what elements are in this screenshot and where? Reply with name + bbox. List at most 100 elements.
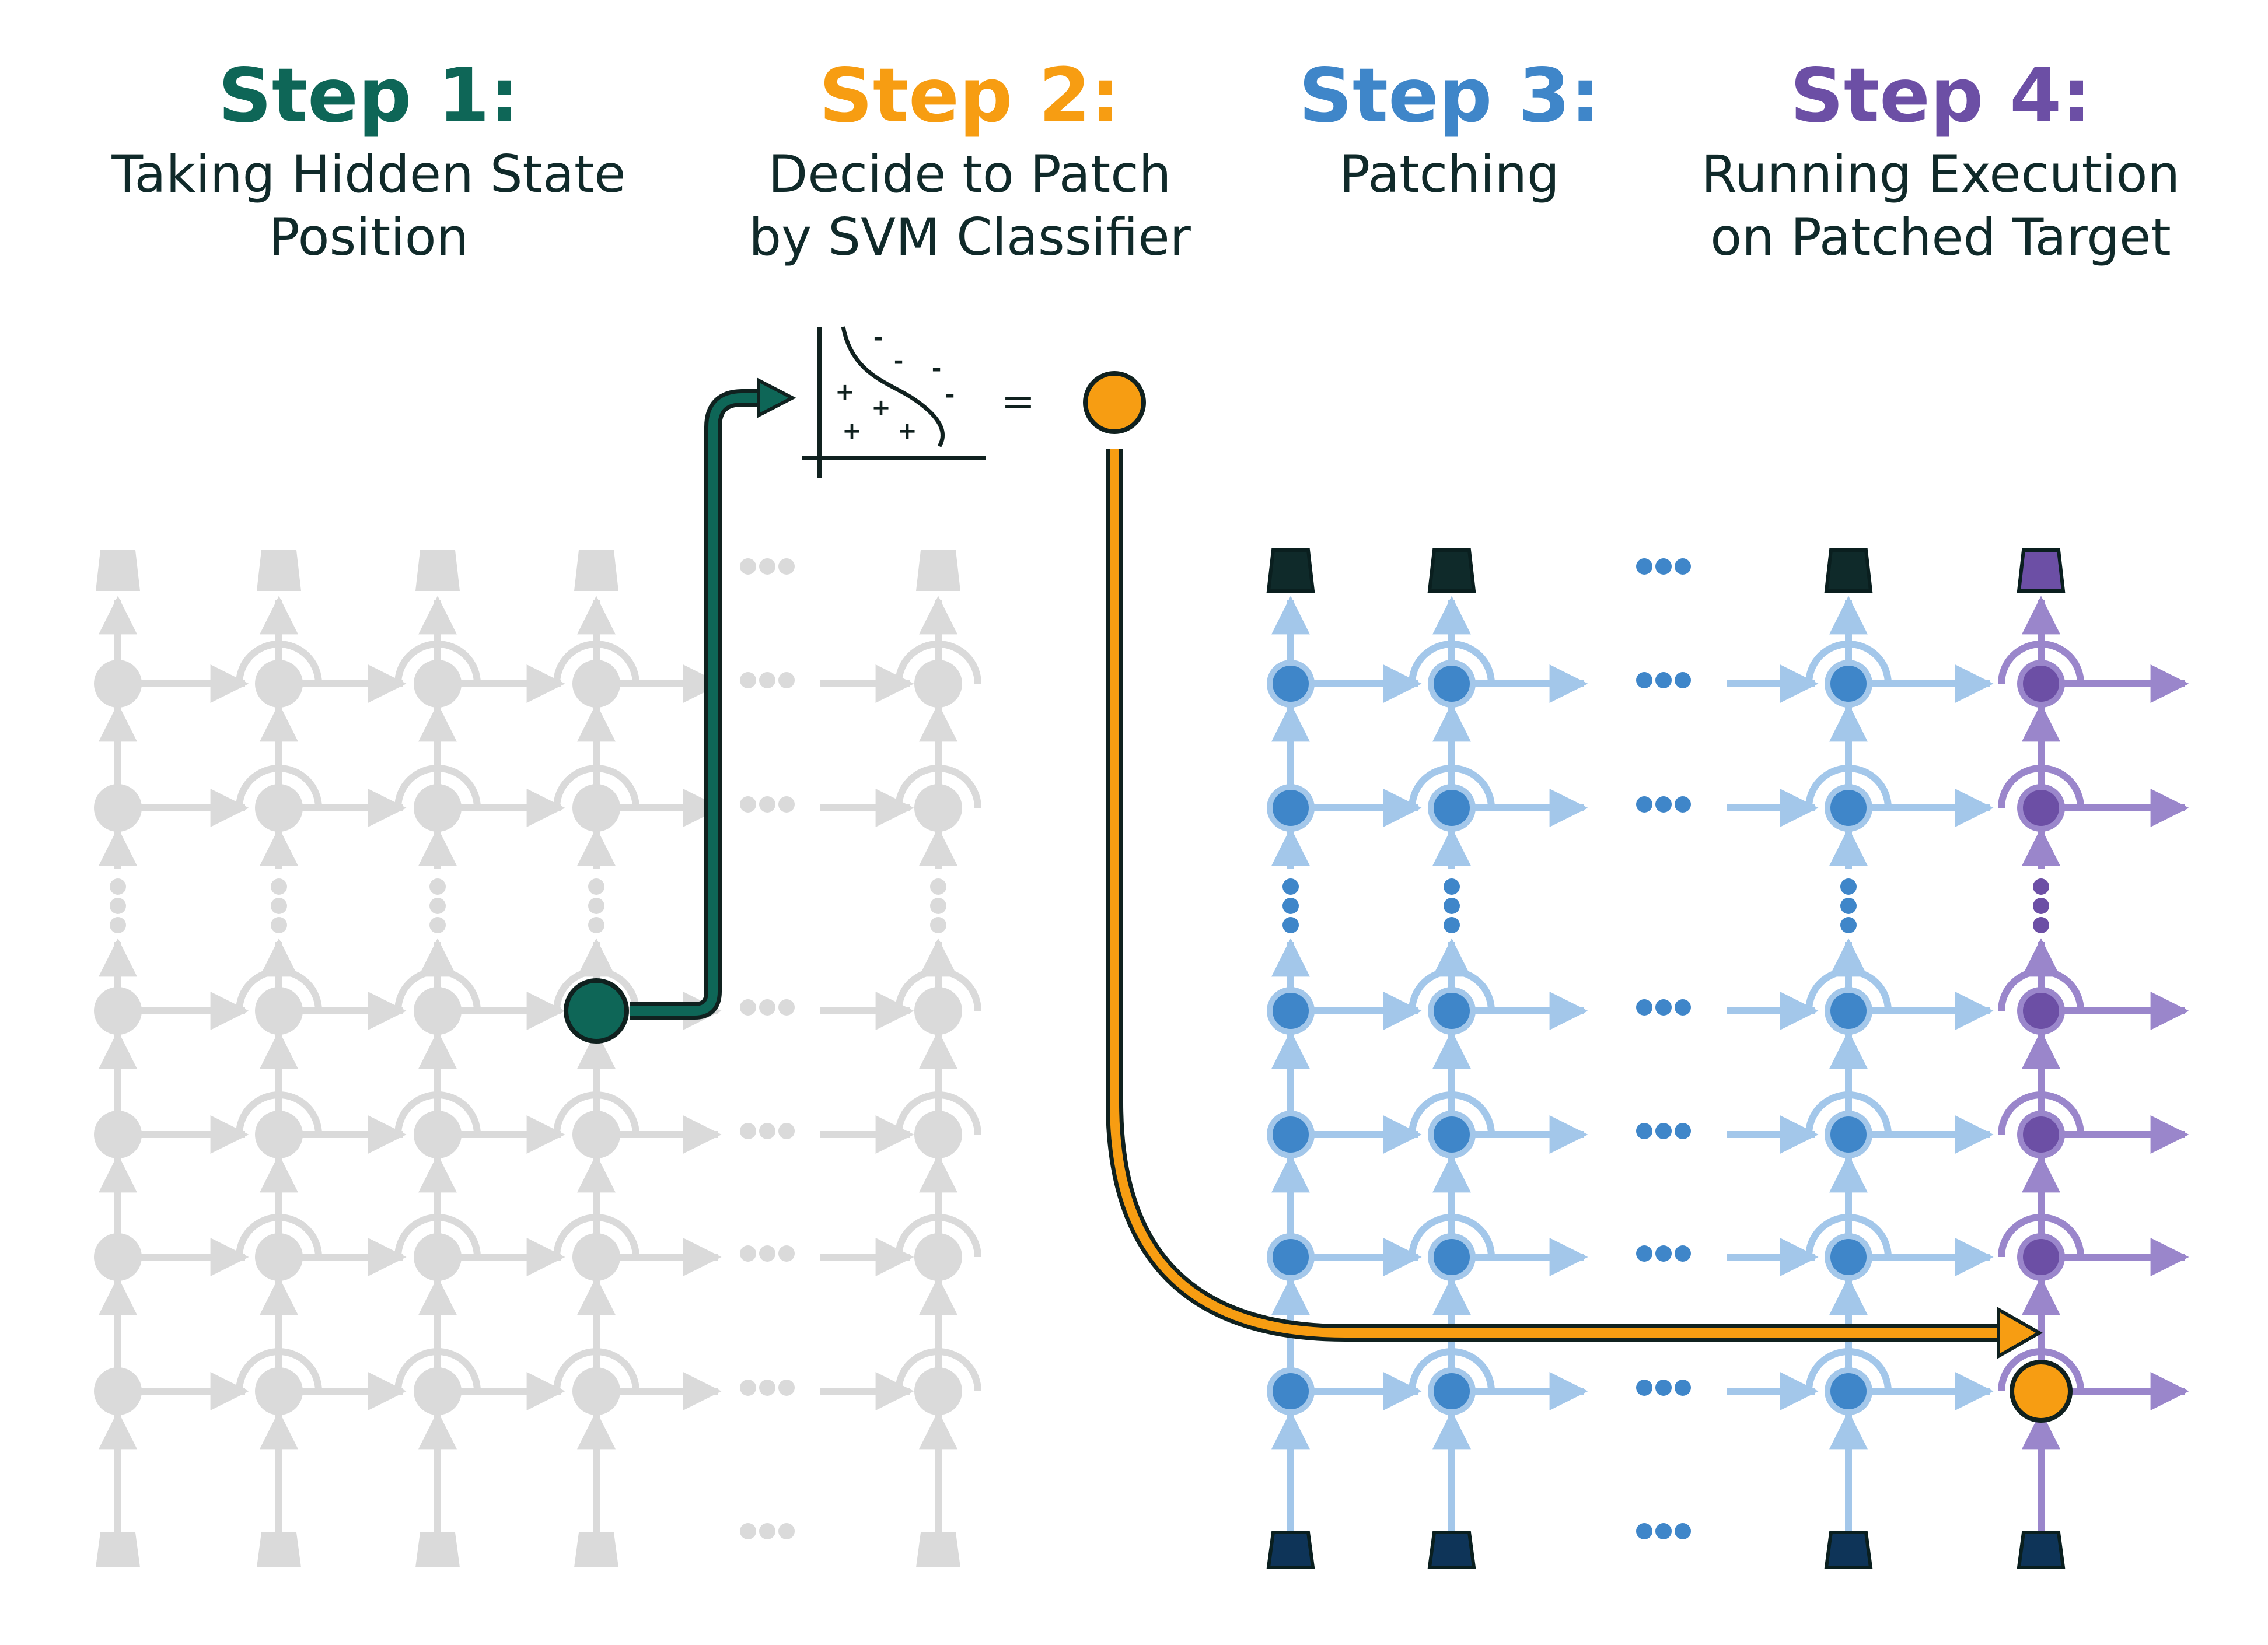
- horizontal-ellipsis-dot: [1636, 1380, 1652, 1396]
- output-token-block: [96, 550, 140, 591]
- extraction-arrow-outline: [630, 389, 770, 1020]
- hidden-state-node: [255, 1111, 303, 1158]
- target-model-grid: [1266, 548, 2189, 1569]
- attention-arc: [236, 1091, 322, 1135]
- decision-boundary: [841, 326, 945, 447]
- vertical-ellipsis-dot: [429, 878, 446, 895]
- vertical-ellipsis-dot: [1282, 917, 1299, 933]
- horizontal-ellipsis-dot: [778, 1245, 795, 1262]
- hidden-state-node: [414, 1367, 462, 1415]
- vertical-ellipsis-dot: [110, 898, 126, 914]
- input-token-block: [2017, 1531, 2066, 1569]
- hidden-state-node: [1825, 1111, 1872, 1158]
- attention-arc: [236, 968, 322, 1012]
- negative-sample-mark: -: [932, 355, 942, 382]
- horizontal-ellipsis-dot: [759, 999, 775, 1016]
- attention-arc: [553, 968, 639, 1012]
- horizontal-ellipsis-dot: [1636, 672, 1652, 688]
- attention-arc: [553, 1091, 639, 1135]
- input-token-block: [415, 1532, 460, 1567]
- hidden-state-node: [94, 1367, 142, 1415]
- vertical-ellipsis-dot: [271, 898, 287, 914]
- hidden-state-node: [1428, 784, 1476, 832]
- horizontal-ellipsis-dot: [1636, 1245, 1652, 1262]
- horizontal-ellipsis-dot: [759, 796, 775, 813]
- horizontal-ellipsis-dot: [1636, 1523, 1652, 1539]
- step-4-description-line: on Patched Target: [1710, 207, 2171, 267]
- hidden-state-node: [1428, 1367, 1476, 1415]
- patch-arrow: [1110, 449, 2007, 1338]
- step-3-heading: Step 3:Patching: [1158, 55, 1741, 206]
- horizontal-ellipsis-dot: [1636, 796, 1652, 813]
- negative-sample-mark: -: [873, 324, 883, 351]
- hidden-state-node: [414, 660, 462, 708]
- hidden-state-node: [1825, 660, 1872, 708]
- horizontal-ellipsis-dot: [740, 796, 756, 813]
- hidden-state-node: [94, 660, 142, 708]
- attention-arc: [1409, 765, 1495, 808]
- vertical-ellipsis-dot: [588, 878, 604, 895]
- input-token-block: [96, 1532, 140, 1567]
- svm-classifier: ----++++=: [802, 324, 1146, 478]
- vertical-ellipsis-dot: [1840, 917, 1857, 933]
- attention-arc: [1998, 1091, 2084, 1135]
- vertical-ellipsis-dot: [2033, 878, 2049, 895]
- negative-sample-mark: -: [894, 348, 904, 374]
- source-model-grid: [94, 550, 981, 1567]
- horizontal-ellipsis-dot: [1655, 796, 1672, 813]
- output-token-block: [574, 550, 618, 591]
- horizontal-ellipsis-dot: [740, 1245, 756, 1262]
- vertical-ellipsis-dot: [1282, 878, 1299, 895]
- horizontal-ellipsis-dot: [778, 558, 795, 575]
- vertical-ellipsis-dot: [429, 917, 446, 933]
- step-1-title: Step 1:: [218, 52, 520, 139]
- horizontal-ellipsis-dot: [778, 672, 795, 688]
- attention-arc: [1998, 1214, 2084, 1258]
- vertical-ellipsis-dot: [930, 898, 946, 914]
- hidden-state-node: [255, 1367, 303, 1415]
- hidden-state-node: [94, 784, 142, 832]
- hidden-state-node: [572, 1367, 620, 1415]
- hidden-state-node: [414, 784, 462, 832]
- hidden-state-node: [1825, 784, 1872, 832]
- hidden-state-node: [914, 987, 962, 1035]
- step-3-title: Step 3:: [1298, 52, 1600, 139]
- hidden-state-node: [914, 660, 962, 708]
- horizontal-ellipsis-dot: [740, 1380, 756, 1396]
- vertical-ellipsis-dot: [271, 917, 287, 933]
- hidden-state-node: [1428, 987, 1476, 1035]
- input-token-block: [1824, 1531, 1873, 1569]
- hidden-state-node: [414, 1233, 462, 1281]
- horizontal-ellipsis-dot: [1675, 672, 1691, 688]
- hidden-state-node: [1428, 1111, 1476, 1158]
- hidden-state-node: [1428, 660, 1476, 708]
- vertical-ellipsis-dot: [1444, 878, 1460, 895]
- attention-arc: [394, 1348, 481, 1392]
- attention-arc: [1409, 640, 1495, 684]
- horizontal-ellipsis-dot: [778, 796, 795, 813]
- horizontal-ellipsis-dot: [759, 1523, 775, 1539]
- extraction-arrow: [630, 393, 770, 1016]
- hidden-state-node: [414, 1111, 462, 1158]
- positive-sample-mark: +: [897, 418, 917, 444]
- horizontal-ellipsis-dot: [1636, 999, 1652, 1016]
- step-1-description-line: Position: [268, 207, 469, 267]
- hidden-state-node: [914, 1233, 962, 1281]
- vertical-ellipsis-dot: [110, 917, 126, 933]
- horizontal-ellipsis-dot: [1675, 999, 1691, 1016]
- attention-arc: [236, 765, 322, 808]
- hidden-state-node: [1267, 1233, 1315, 1281]
- extraction-arrowhead: [757, 377, 796, 418]
- horizontal-ellipsis-dot: [1675, 1523, 1691, 1539]
- vertical-ellipsis-dot: [1444, 917, 1460, 933]
- hidden-state-node: [572, 784, 620, 832]
- horizontal-ellipsis-dot: [1675, 1245, 1691, 1262]
- horizontal-ellipsis-dot: [740, 999, 756, 1016]
- horizontal-ellipsis-dot: [759, 1380, 775, 1396]
- vertical-ellipsis-dot: [1282, 898, 1299, 914]
- output-token-block: [2017, 548, 2066, 593]
- input-token-block: [1266, 1531, 1315, 1569]
- equals-sign: =: [1001, 377, 1036, 425]
